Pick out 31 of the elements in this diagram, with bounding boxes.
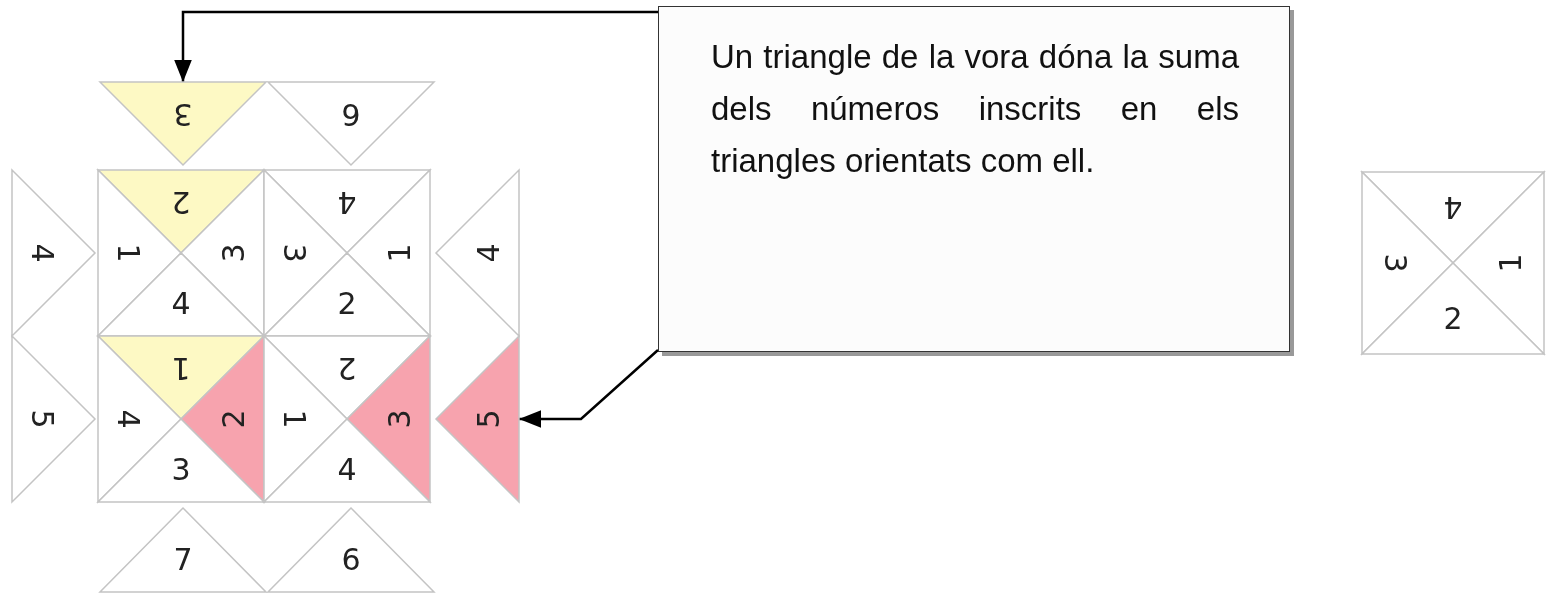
- number: 7: [173, 545, 193, 576]
- number: 3: [278, 243, 309, 263]
- number: 2: [219, 409, 250, 429]
- number: 6: [341, 98, 361, 129]
- number: 4: [1443, 191, 1463, 222]
- number: 3: [171, 455, 191, 486]
- number: 4: [171, 289, 191, 320]
- leader-arrow: [519, 349, 659, 428]
- number: 3: [1379, 253, 1410, 273]
- number: 1: [1496, 253, 1527, 273]
- number: 5: [474, 409, 505, 429]
- number: 4: [474, 243, 505, 263]
- number: 1: [278, 409, 309, 429]
- leader-arrow: [174, 10, 658, 82]
- number: 4: [112, 409, 143, 429]
- number: 6: [341, 545, 361, 576]
- number: 4: [337, 455, 357, 486]
- number: 2: [1443, 304, 1463, 335]
- callout-text: Un triangle de la vora dóna la suma dels números inscrits en els triangles orientats com ell.: [711, 37, 1239, 181]
- number: 3: [385, 409, 416, 429]
- number: 2: [337, 352, 357, 383]
- number: 3: [219, 243, 250, 263]
- number: 2: [337, 289, 357, 320]
- number: 1: [171, 352, 191, 383]
- number: 5: [26, 409, 57, 429]
- number: 4: [337, 186, 357, 217]
- number: 1: [385, 243, 416, 263]
- number: 1: [112, 243, 143, 263]
- number: 3: [173, 98, 193, 129]
- number: 2: [171, 186, 191, 217]
- number: 4: [26, 243, 57, 263]
